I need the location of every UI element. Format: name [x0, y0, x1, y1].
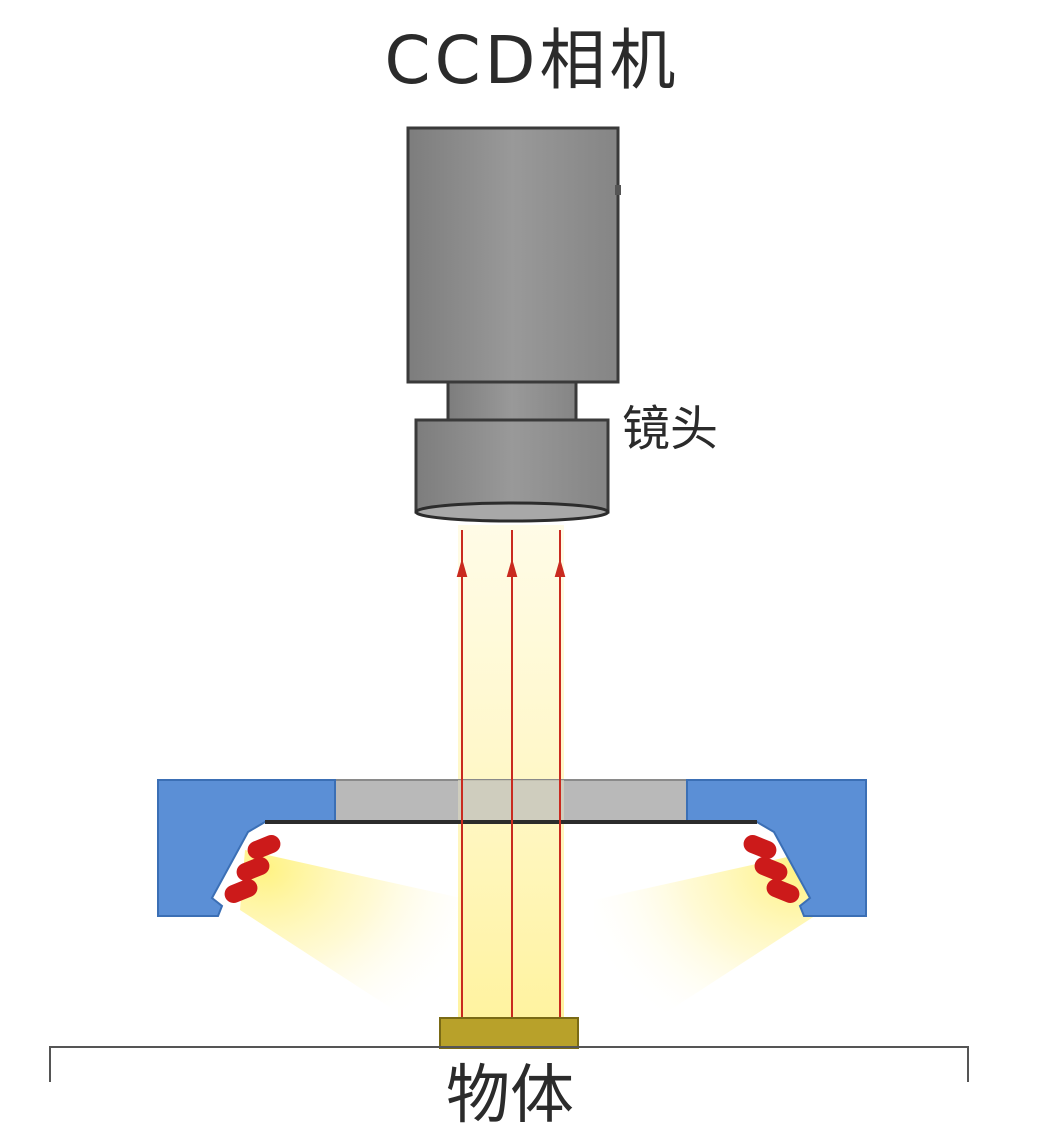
stage-line-icon: [49, 1046, 969, 1082]
left-led-array: [224, 835, 281, 903]
ccd-camera-icon: [406, 126, 621, 384]
lens-label: 镜头: [622, 401, 719, 457]
reflected-rays: [456, 530, 566, 1018]
lens-icon: [414, 380, 610, 523]
object-label: 物体: [446, 1059, 574, 1133]
left-light-housing: [157, 779, 336, 917]
right-led-array: [743, 835, 800, 903]
right-light-housing: [686, 779, 867, 917]
light-glow: [240, 850, 824, 1040]
object-block-icon: [439, 1017, 579, 1049]
camera-label: CCD相机: [384, 22, 680, 99]
